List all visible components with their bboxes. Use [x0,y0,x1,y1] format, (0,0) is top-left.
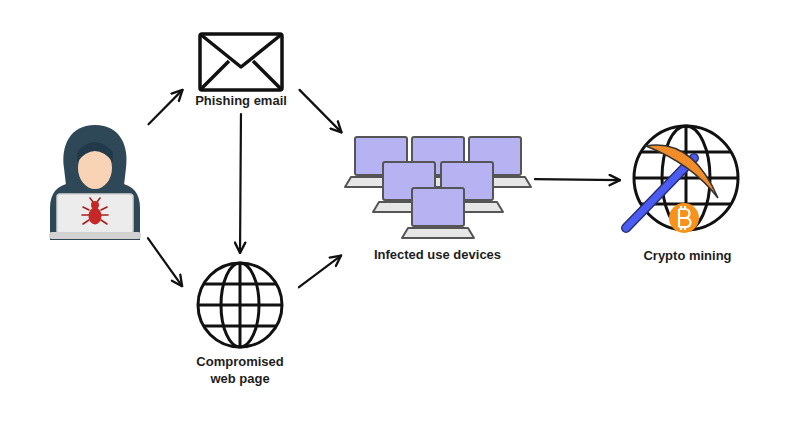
laptops-icon [345,137,531,238]
flow-arrow [148,238,182,286]
flow-arrow [535,178,620,181]
icon-node: Infected use devices [345,132,530,263]
node-caption: Infected use devices [345,246,530,263]
flow-arrow [299,256,341,288]
node-caption: Compromised web page [185,353,295,387]
icon-node [45,122,145,240]
flow-arrow [149,90,183,124]
icon-node: Crypto mining [625,122,750,264]
node-caption: Crypto mining [625,247,750,264]
icon-node: Phishing email [186,28,296,109]
mining-icon [626,126,738,233]
hacker-icon [49,125,141,240]
icon-node: Compromised web page [185,258,295,387]
node-caption: Phishing email [186,92,296,109]
globe-icon [198,263,282,347]
flow-arrow [300,90,342,132]
envelope-icon [200,34,282,90]
flow-arrow [239,114,242,253]
